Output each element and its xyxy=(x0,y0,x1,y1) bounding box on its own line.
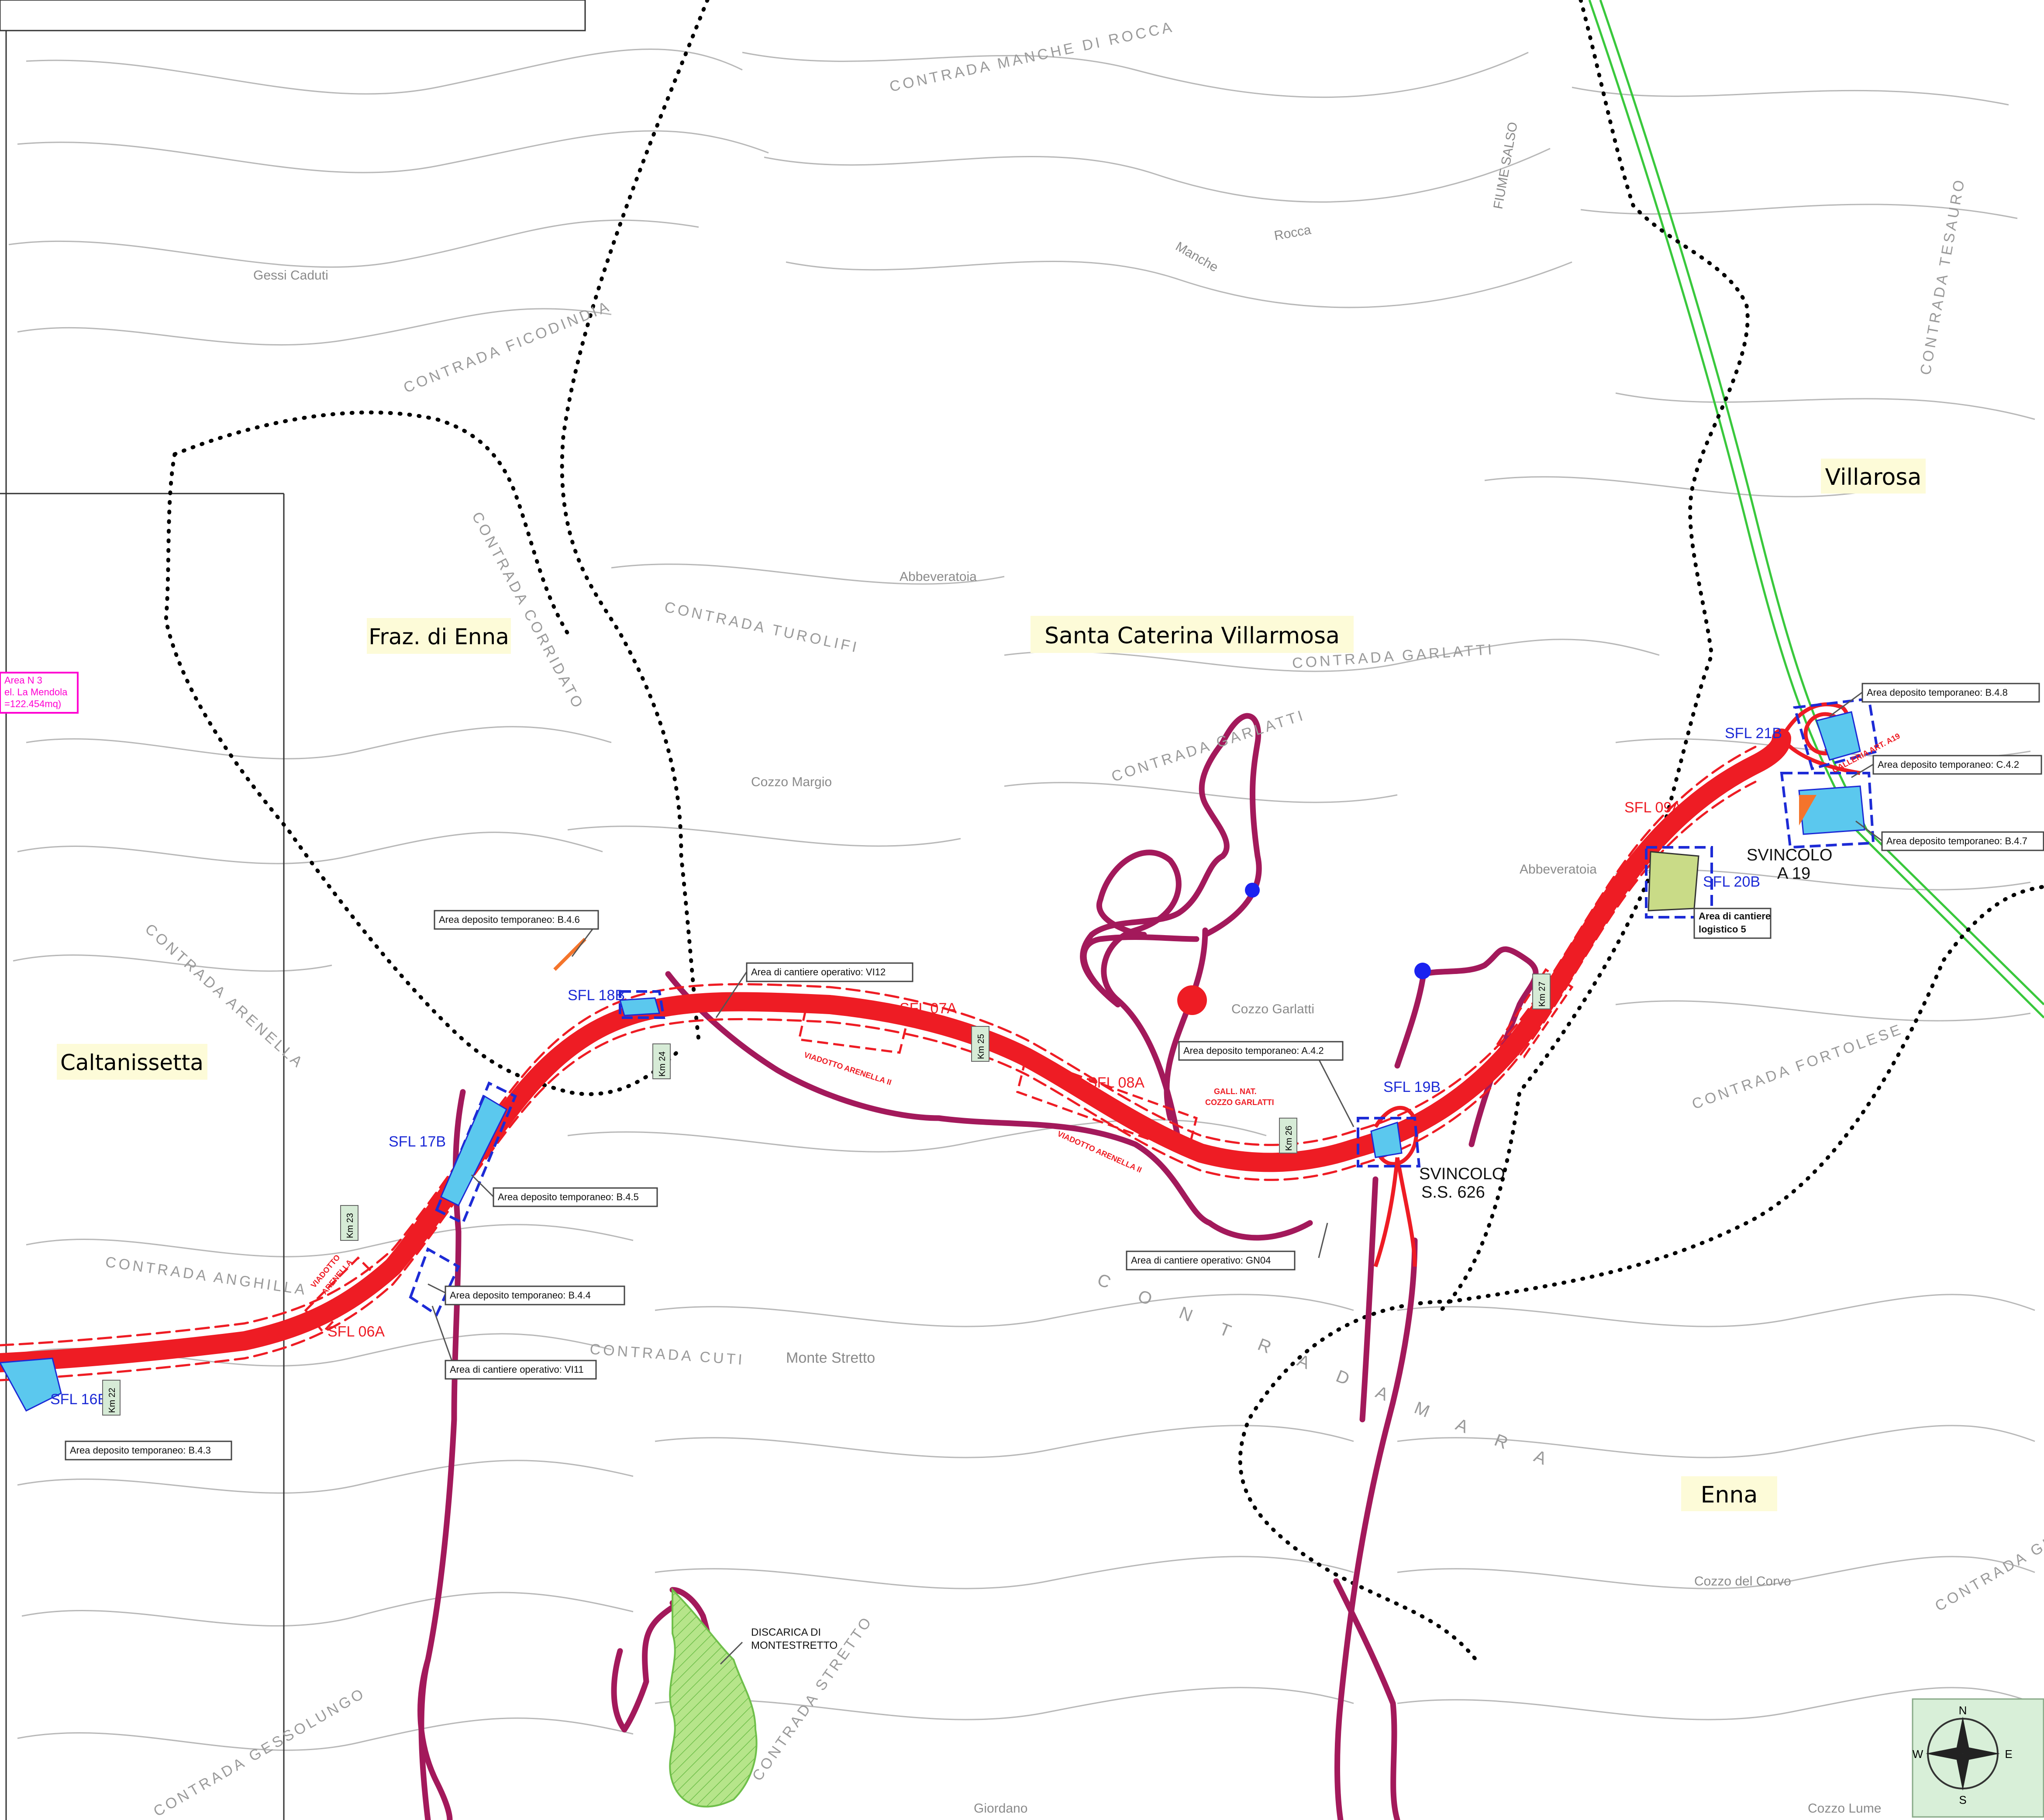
km-markers: Km 22 Km 23 Km 24 Km 25 Km 26 Km 27 xyxy=(102,974,1551,1416)
callout-logistico-box xyxy=(1693,908,1772,939)
callout-leaders xyxy=(427,691,1882,1665)
town-caltanissetta: Caltanissetta xyxy=(60,1050,203,1075)
callout-b47-box xyxy=(1881,831,2044,851)
node-dot xyxy=(1245,883,1260,898)
sfl-a-boundaries xyxy=(304,968,1574,1334)
callout-b44: Area deposito temporaneo: B.4.4 xyxy=(450,1290,591,1301)
deposit-b46-marker xyxy=(553,938,586,971)
callout-c42: Area deposito temporaneo: C.4.2 xyxy=(1878,759,2019,770)
label-sfl-08a: SFL 08A xyxy=(1087,1074,1144,1091)
svincolo-labels: SVINCOLO A 19 SVINCOLO S.S. 626 xyxy=(1419,846,1832,1202)
municipal-boundaries xyxy=(164,0,2044,1662)
compass-n: N xyxy=(1959,1704,1967,1717)
label-sfl-20b: SFL 20B xyxy=(1703,874,1760,890)
label-sfl-06a: SFL 06A xyxy=(327,1323,385,1340)
landfill-montestretto xyxy=(669,1588,758,1808)
km-26: Km 26 xyxy=(1284,1126,1294,1151)
callout-logistico-line1: Area di cantiere xyxy=(1699,911,1771,922)
junction-ss626 xyxy=(1373,1105,1419,1267)
km-24: Km 24 xyxy=(658,1051,667,1077)
callout-vi11-box xyxy=(445,1360,597,1380)
callout-a42: Area deposito temporaneo: A.4.2 xyxy=(1183,1045,1324,1056)
label-sfl-19b: SFL 19B xyxy=(1383,1079,1441,1095)
compass-rose xyxy=(1912,1698,2044,1818)
area-n3-line1: Area N 3 xyxy=(4,675,42,686)
callout-texts: Area deposito temporaneo: B.4.8 Area dep… xyxy=(70,687,2027,1651)
callout-b43: Area deposito temporaneo: B.4.3 xyxy=(70,1445,211,1456)
callout-b45: Area deposito temporaneo: B.4.5 xyxy=(498,1191,639,1202)
svincolo-a19-line2: A 19 xyxy=(1777,864,1810,883)
label-sfl-09a: SFL 09A xyxy=(1624,799,1682,816)
callout-gn04-box xyxy=(1126,1250,1296,1271)
callout-b48: Area deposito temporaneo: B.4.8 xyxy=(1867,687,2008,698)
compass-w: W xyxy=(1913,1747,1923,1761)
place-cozzo-lume: Cozzo Lume xyxy=(1808,1801,1881,1816)
callout-b46: Area deposito temporaneo: B.4.6 xyxy=(439,914,580,925)
callout-b48-box xyxy=(1861,683,2040,703)
callout-discarica-line1: DISCARICA DI xyxy=(751,1627,821,1638)
label-sfl-07a: SFL 07A xyxy=(900,1000,957,1017)
svincolo-a19-line1: SVINCOLO xyxy=(1747,846,1832,864)
place-cozzo-margio: Cozzo Margio xyxy=(751,775,832,789)
place-giordano: Giordano xyxy=(974,1801,1027,1816)
label-sfl-21b: SFL 21B xyxy=(1725,725,1782,742)
callout-b44-box xyxy=(445,1285,625,1305)
callout-discarica-line2: MONTESTRETTO xyxy=(751,1640,838,1651)
km-23: Km 23 xyxy=(345,1213,355,1238)
frame-lines xyxy=(0,0,586,1820)
work-gall-line2: COZZO GARLATTI xyxy=(1205,1098,1274,1107)
place-cozzo-garlatti: Cozzo Garlatti xyxy=(1231,1002,1314,1016)
deposit-c42 xyxy=(1799,795,1817,825)
svincolo-ss626-line1: SVINCOLO xyxy=(1419,1165,1505,1183)
callout-vi11: Area di cantiere operativo: VI11 xyxy=(450,1364,584,1375)
svincolo-ss626-line2: S.S. 626 xyxy=(1421,1183,1485,1202)
callout-vi12-box xyxy=(746,962,913,982)
callout-logistico-line2: logistico 5 xyxy=(1699,924,1746,935)
compass-e: E xyxy=(2005,1747,2012,1761)
town-labels: Villarosa Santa Caterina Villarmosa Fraz… xyxy=(57,459,1926,1511)
callout-b45-box xyxy=(493,1187,658,1207)
place-abbeveratoia-1: Abbeveratoia xyxy=(900,570,977,584)
town-fraz-enna: Fraz. di Enna xyxy=(369,624,509,649)
place-labels: Gessi Caduti Cozzo Margio Cozzo Garlatti… xyxy=(253,121,1881,1816)
area-n3-label: Area N 3 el. La Mendola =122.454mq) xyxy=(0,672,79,714)
town-enna: Enna xyxy=(1701,1482,1758,1508)
km-22: Km 22 xyxy=(107,1388,117,1413)
callout-b46-box xyxy=(434,910,599,930)
callout-b47: Area deposito temporaneo: B.4.7 xyxy=(1886,836,2027,846)
compass-s: S xyxy=(1959,1793,1966,1806)
area-n3-line3: =122.454mq) xyxy=(4,698,61,709)
place-cozzo-del-corvo: Cozzo del Corvo xyxy=(1694,1574,1791,1589)
main-node xyxy=(1177,985,1207,1015)
deposit-areas xyxy=(0,711,1865,1412)
logistic-area xyxy=(1648,851,1699,912)
town-santa-caterina: Santa Caterina Villarmosa xyxy=(1044,623,1340,649)
place-abbeveratoia-2: Abbeveratoia xyxy=(1520,862,1597,877)
work-gall-line1: GALL. NAT. xyxy=(1214,1087,1257,1096)
callout-gn04: Area di cantiere operativo: GN04 xyxy=(1131,1255,1271,1266)
node-dot xyxy=(1414,963,1431,979)
km-27: Km 27 xyxy=(1537,981,1547,1007)
callout-c42-box xyxy=(1872,755,2042,775)
sfl-a-labels: SFL 06A SFL 07A SFL 08A SFL 09A xyxy=(327,799,1682,1340)
area-n3-line2: el. La Mendola xyxy=(4,687,68,698)
callout-a42-box xyxy=(1178,1041,1344,1061)
label-sfl-18b: SFL 18B xyxy=(568,987,625,1004)
callout-vi12: Area di cantiere operativo: VI12 xyxy=(751,967,886,977)
label-sfl-16b: SFL 16B xyxy=(50,1391,107,1408)
place-monte-stretto: Monte Stretto xyxy=(786,1350,875,1366)
km-25: Km 25 xyxy=(976,1034,986,1059)
callout-boxes xyxy=(65,683,2044,1461)
sfl-b-labels: SFL 16B SFL 17B SFL 18B SFL 19B SFL 20B … xyxy=(50,725,1782,1408)
place-gessi-caduti: Gessi Caduti xyxy=(253,268,328,283)
label-sfl-17b: SFL 17B xyxy=(389,1133,446,1150)
callout-b43-box xyxy=(65,1440,232,1461)
town-villarosa: Villarosa xyxy=(1825,464,1922,490)
